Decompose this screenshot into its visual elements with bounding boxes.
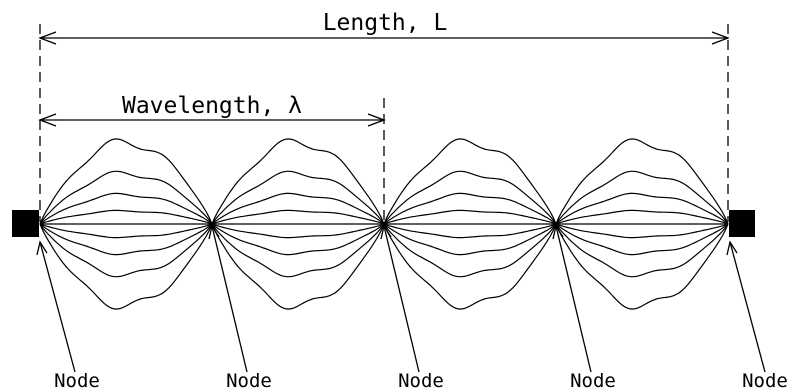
node-pointer-4 xyxy=(555,225,592,373)
node-marker-5: Node xyxy=(726,240,788,389)
right-fixed-end xyxy=(729,210,755,237)
node-label-5: Node xyxy=(742,370,788,389)
node-marker-3: Node xyxy=(380,224,444,389)
node-pointer-5 xyxy=(729,241,766,373)
length-arrow-left-head xyxy=(38,31,57,45)
node-label-3: Node xyxy=(398,370,444,389)
node-pointer-3 xyxy=(383,225,420,373)
standing-wave-curves xyxy=(39,138,729,310)
node-pointer-2 xyxy=(211,225,248,373)
node-marker-4: Node xyxy=(552,224,616,389)
node-marker-2: Node xyxy=(208,224,272,389)
node-pointer-head-1 xyxy=(36,240,48,256)
node-pointer-head-3 xyxy=(380,224,392,240)
node-label-4: Node xyxy=(570,370,616,389)
length-arrow-right-head xyxy=(711,31,730,45)
wavelength-label: Wavelength, λ xyxy=(122,93,302,119)
node-pointer-head-2 xyxy=(208,224,220,240)
node-label-1: Node xyxy=(54,370,100,389)
wavelength-dimension: Wavelength, λ xyxy=(38,93,386,127)
node-label-2: Node xyxy=(226,370,272,389)
node-pointer-head-5 xyxy=(726,240,738,256)
node-pointer-head-4 xyxy=(552,224,564,240)
node-pointer-1 xyxy=(39,241,76,373)
node-markers: Node Node Node Node Node xyxy=(36,224,788,389)
length-dimension: Length, L xyxy=(38,10,730,45)
node-marker-1: Node xyxy=(36,240,100,389)
left-fixed-end xyxy=(12,210,39,237)
length-label: Length, L xyxy=(323,10,448,36)
